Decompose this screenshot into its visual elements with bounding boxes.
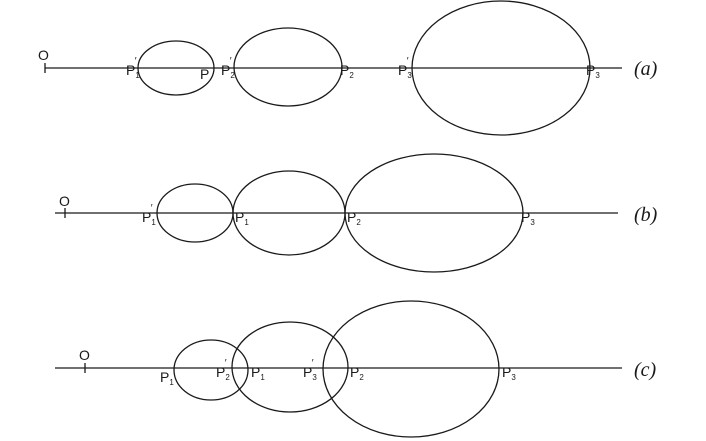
origin-label: O — [79, 347, 90, 363]
point-label: P2′ — [216, 358, 230, 382]
diagram-tag: (c) — [634, 359, 657, 381]
point-label: P1′ — [126, 56, 140, 80]
origin-label: O — [59, 193, 70, 209]
ellipse-2 — [231, 321, 349, 413]
point-label: P3′ — [303, 358, 317, 382]
ellipse-2 — [233, 27, 343, 107]
point-label: P2 — [347, 209, 361, 227]
diagram-tag: (a) — [634, 58, 658, 80]
diagram-tag: (b) — [634, 204, 658, 226]
point-label: P2 — [350, 364, 364, 382]
point-label: P1 — [160, 369, 174, 387]
diagram-b: O P1′ P1 P2 P3 (b) — [55, 153, 658, 273]
point-label: P3′ — [398, 56, 412, 80]
point-label: P2′ — [221, 56, 235, 80]
point-label: P3 — [521, 209, 535, 227]
diagram-c: O P1 P2′ P1 P3′ P2 P3 (c) — [55, 300, 657, 438]
point-label: P3 — [586, 62, 600, 80]
ellipse-3 — [344, 153, 524, 273]
point-label: P3 — [502, 364, 516, 382]
point-label: P2 — [340, 62, 354, 80]
ellipse-1 — [137, 40, 215, 96]
point-label: P1 — [235, 209, 249, 227]
point-label: P — [200, 66, 209, 82]
ellipse-3 — [411, 0, 591, 136]
point-label: P1′ — [142, 203, 156, 227]
point-label: P1 — [251, 364, 265, 382]
origin-label: O — [38, 47, 49, 63]
diagram-a: O P1′ P P2′ P2 P3′ P3 (a) — [38, 0, 658, 136]
ellipse-3 — [322, 300, 500, 438]
ellipse-1 — [173, 339, 249, 401]
